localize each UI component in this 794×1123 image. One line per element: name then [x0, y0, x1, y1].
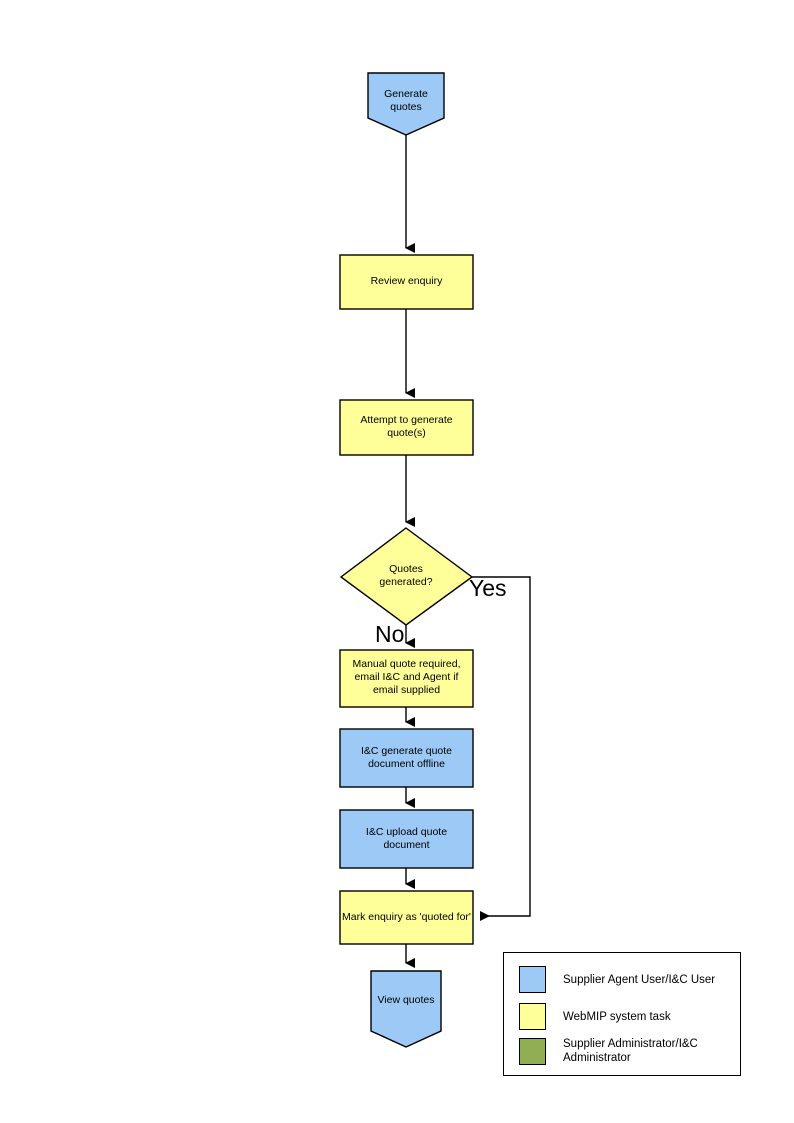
legend-swatch-green	[519, 1037, 546, 1065]
node-manual-quote-required	[339, 649, 474, 708]
edge-decision-yes-to-mark	[472, 576, 531, 921]
legend-label-supplier-admin: Supplier Administrator/I&C Administrator	[563, 1038, 698, 1064]
legend-item-supplier-admin: Supplier Administrator/I&C Administrator	[519, 1037, 734, 1065]
legend-label-supplier-agent: Supplier Agent User/I&C User	[563, 973, 716, 986]
node-ic-upload-quote-doc	[339, 809, 474, 869]
legend-item-supplier-agent: Supplier Agent User/I&C User	[519, 966, 729, 993]
legend-swatch-blue	[519, 966, 546, 993]
legend-label-webmip-task: WebMIP system task	[563, 1010, 671, 1023]
node-review-enquiry	[339, 254, 474, 310]
node-view-quotes	[370, 970, 442, 1048]
legend-swatch-yellow	[519, 1003, 546, 1030]
edge-label-yes: Yes	[469, 575, 507, 601]
edge-label-no: No	[375, 621, 405, 647]
node-mark-enquiry-quoted-for	[339, 890, 474, 945]
node-ic-generate-quote-doc	[339, 728, 474, 788]
node-attempt-generate-quotes	[339, 399, 474, 456]
node-quotes-generated	[339, 527, 474, 626]
legend-item-webmip-task: WebMIP system task	[519, 1003, 729, 1030]
node-generate-quotes	[367, 72, 445, 136]
legend: Supplier Agent User/I&C User WebMIP syst…	[503, 952, 741, 1076]
